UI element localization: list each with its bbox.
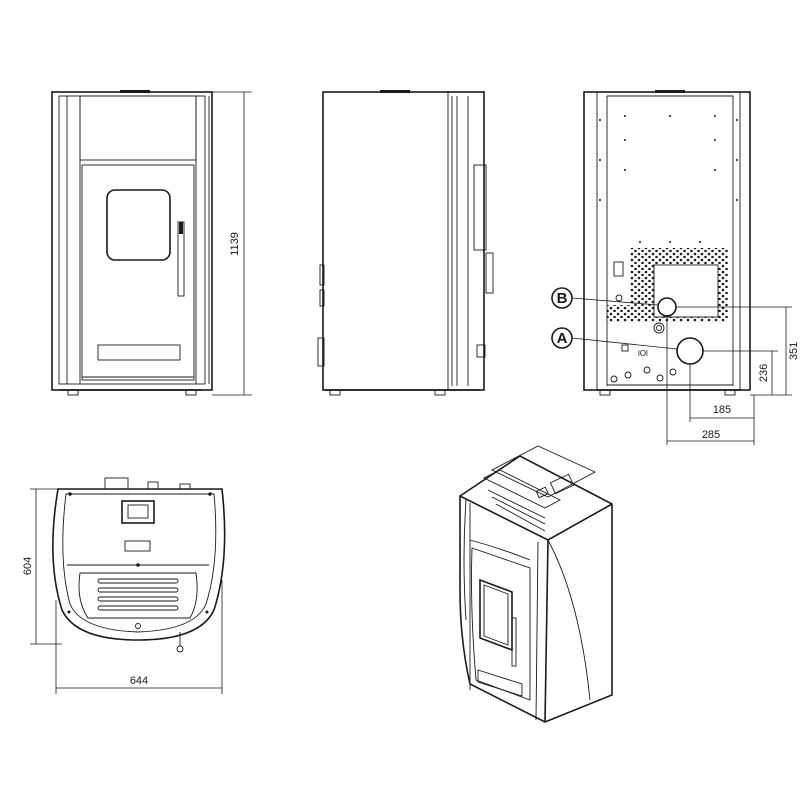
label-b-callout: B (551, 287, 659, 309)
label-a: A (557, 330, 568, 347)
inlet-a-offset-label: 185 (713, 404, 731, 416)
top-view-dimensions: 604 644 (22, 488, 223, 694)
inlet-a-height-label: 236 (758, 364, 770, 382)
side-view (317, 90, 494, 396)
label-b: B (557, 290, 568, 307)
depth-label: 604 (22, 557, 34, 575)
top-view (52, 477, 226, 653)
back-screw-dots (599, 115, 738, 243)
width-label: 644 (130, 675, 148, 687)
outlet-b-height-label: 351 (788, 342, 800, 360)
svg-text:lOl: lOl (638, 349, 648, 358)
perspective-view (459, 445, 613, 723)
outlet-b-offset-label: 285 (702, 429, 720, 441)
front-height-label: 1139 (229, 232, 241, 256)
front-view (51, 90, 213, 396)
inlet-a-circle (676, 337, 704, 365)
back-dimensions: 351 236 185 285 (666, 306, 800, 445)
label-a-callout: A (551, 327, 678, 350)
front-height-dimension: 1139 (212, 91, 252, 396)
